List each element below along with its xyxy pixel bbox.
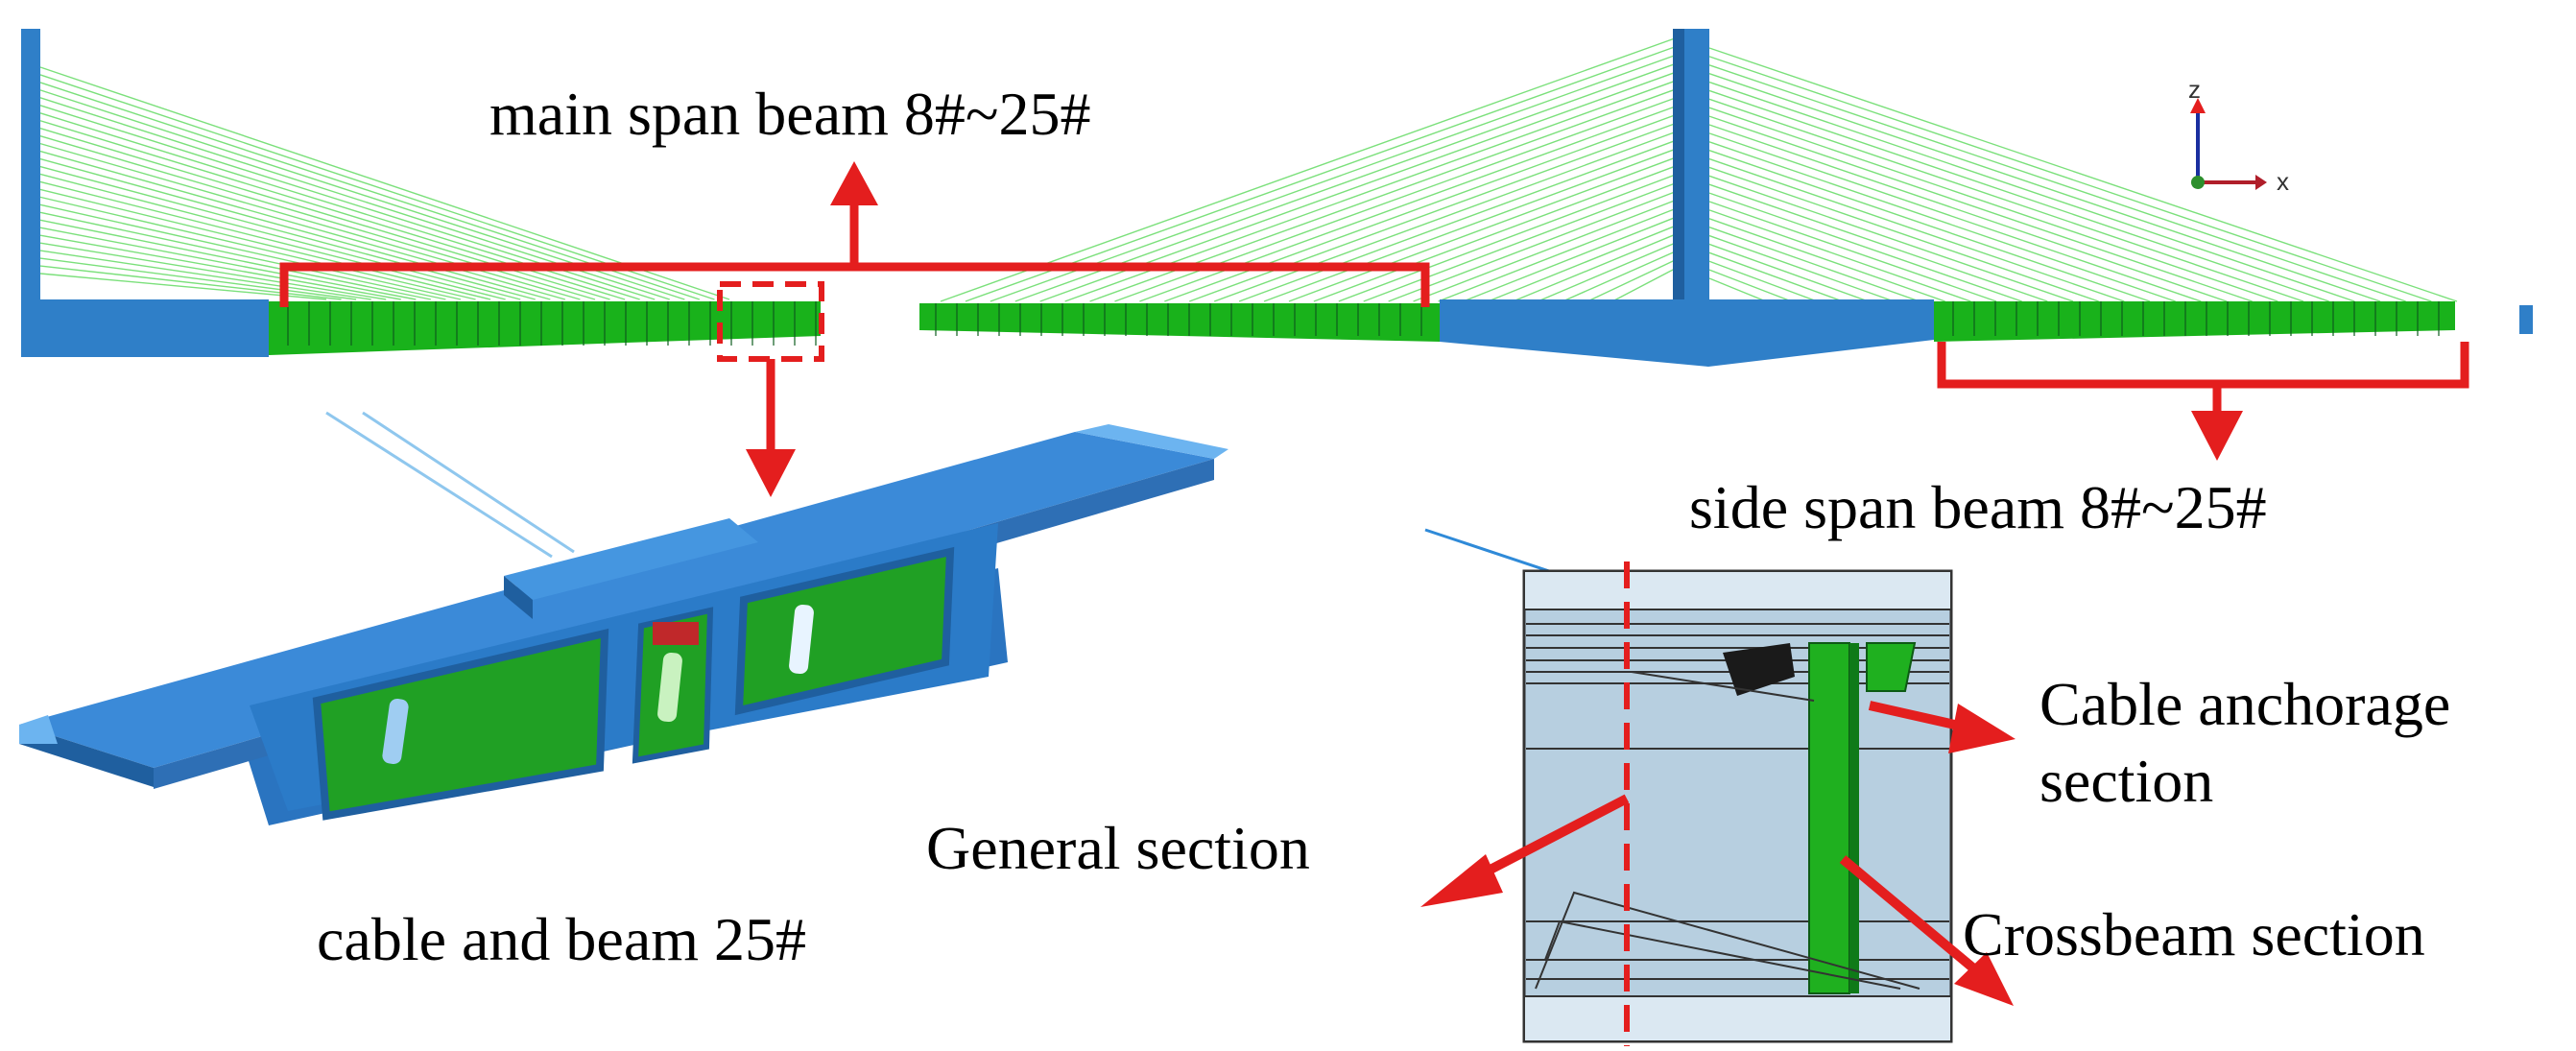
side-span-callout [1937, 342, 2469, 413]
anchorage-arrow [1948, 704, 2015, 753]
beam-deck-slab [19, 432, 1214, 768]
side-span-label: side span beam 8#~25# [1689, 473, 2267, 541]
axis-z-label: z [2188, 75, 2201, 104]
general-section-label: General section [926, 814, 1310, 882]
main-span-label: main span beam 8#~25# [489, 80, 1091, 148]
stay-cables [39, 37, 2458, 302]
section-outline [1522, 569, 1953, 1043]
deck-main-green-left [269, 301, 821, 355]
anchorage-label-line1: Cable anchorage [2039, 670, 2450, 738]
crossbeam-section-label: Crossbeam section [1963, 900, 2425, 968]
deck-main-green-right [919, 303, 1440, 342]
axis-x-label: x [2277, 167, 2289, 196]
main-span-arrowhead [830, 161, 878, 205]
cable-beam-label: cable and beam 25# [317, 905, 806, 973]
side-span-arrowhead [2191, 411, 2243, 461]
end-pier [2519, 305, 2533, 334]
deck-center-blue [1440, 299, 1934, 367]
general-section-arrow [1420, 854, 1503, 907]
detail-box [717, 281, 824, 362]
bridge-elevation: z x main span beam 8#~25# side span beam… [21, 29, 2533, 541]
deck-side-green [1934, 301, 2455, 342]
deck-segment-lines [287, 301, 2440, 346]
left-pylon [21, 29, 40, 317]
deck-left-blue [21, 299, 269, 357]
axis-triad: z x [2188, 75, 2289, 196]
anchorage-plate [1866, 642, 1917, 692]
beam-25-model: cable and beam 25# [19, 411, 1228, 973]
main-span-callout [279, 203, 1430, 307]
detail-arrowhead [746, 449, 796, 497]
crossbeam-arrow [1954, 952, 2014, 1006]
beam-diaphragm-left [312, 628, 609, 821]
crossbeam-member [1808, 642, 1850, 994]
section-view: General section Cable anchorage section … [926, 528, 2450, 1046]
anchorage-label-line2: section [2039, 747, 2213, 815]
